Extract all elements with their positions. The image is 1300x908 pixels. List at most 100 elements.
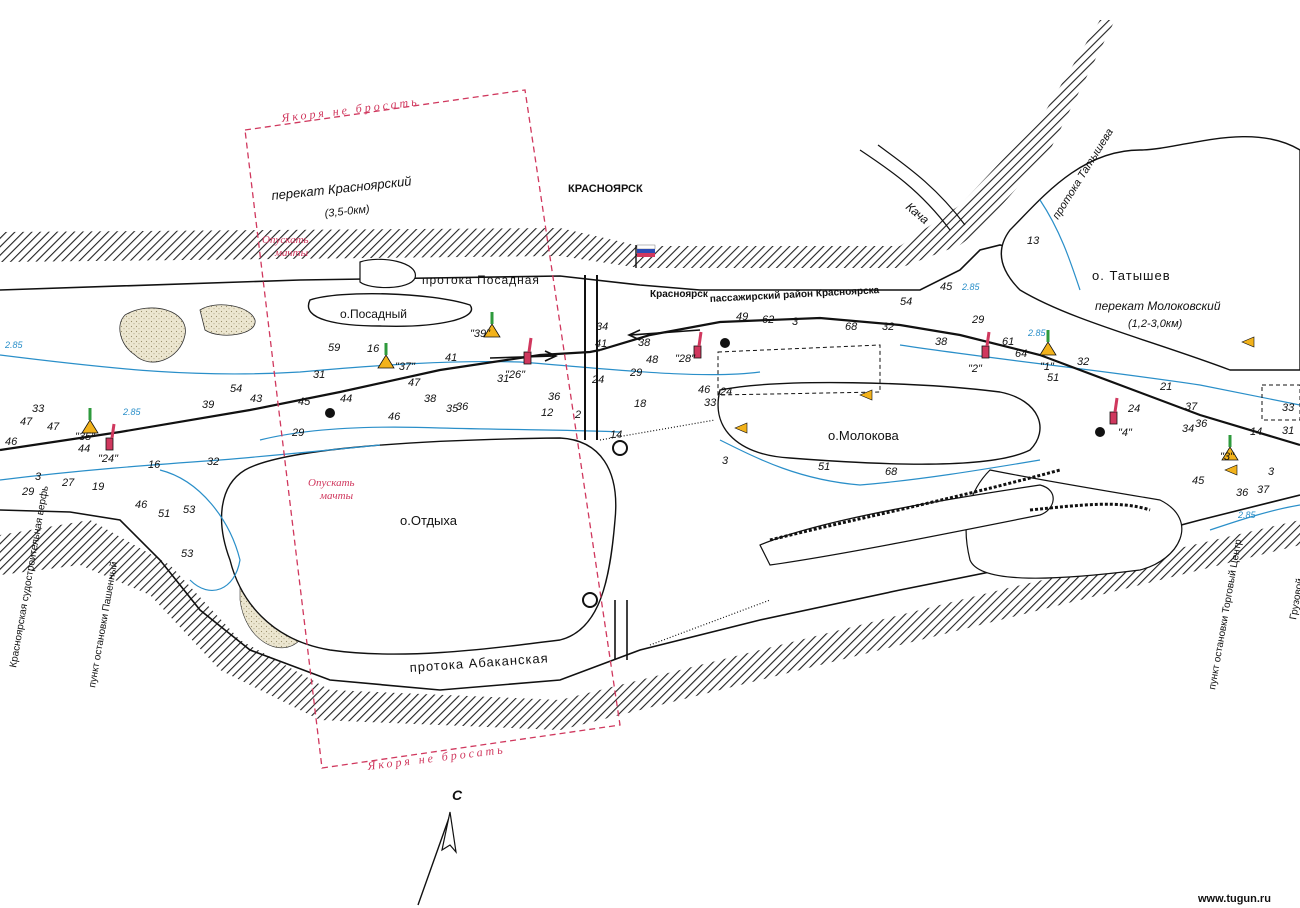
buoy-label: "39": [470, 328, 491, 340]
depth-sounding: 41: [595, 338, 607, 350]
label-o-molokova: о.Молокова: [828, 428, 900, 443]
fairway-arrow: [489, 350, 558, 362]
island-tatyshev: [1000, 136, 1300, 371]
russia-flag-icon: [635, 244, 656, 268]
depth-sounding: 29: [971, 314, 984, 326]
berth-line: [1029, 502, 1151, 512]
isobath-label: 2.85: [122, 407, 142, 417]
island-posadny-upper: [359, 258, 416, 289]
buoy-label: "3": [1220, 451, 1235, 463]
isobath-label: 2.85: [1237, 510, 1257, 520]
kacha-river: [859, 144, 966, 231]
depth-sounding: 37: [1185, 401, 1198, 413]
depth-sounding: 36: [1195, 418, 1208, 430]
depth-sounding: 41: [445, 352, 457, 364]
south-bank-hatch: [0, 520, 1300, 730]
depth-sounding: 32: [207, 456, 219, 468]
label-o-tatyshev: о. Татышев: [1092, 268, 1171, 283]
north-bank-hatch: [0, 20, 1115, 268]
depth-sounding: 36: [1236, 487, 1249, 499]
warning-anchor-top: Якоря не бросать: [280, 94, 421, 125]
depth-sounding: 64: [1015, 348, 1027, 360]
sand-shoal: [119, 307, 186, 363]
depth-sounding: 38: [638, 337, 651, 349]
label-protoka-abakanskaya: протока Абаканская: [409, 650, 549, 675]
depth-sounding: 3: [35, 471, 42, 483]
label-stop-pashenny: пункт остановки Пашенный: [87, 561, 120, 689]
isobath-label: 2.85: [1027, 328, 1047, 338]
warning-masts-bottom-2: мачты: [319, 490, 354, 502]
buoy-label: "35": [75, 431, 96, 443]
depth-sounding: 49: [736, 311, 748, 323]
landmark-circle: [612, 440, 628, 456]
depth-sounding: 19: [92, 481, 104, 493]
berth-line: [769, 468, 1061, 542]
buoy-label: "26": [505, 369, 526, 381]
landmark-circle: [325, 408, 335, 418]
depth-sounding: 31: [1282, 425, 1294, 437]
depth-sounding: 35: [446, 403, 459, 415]
buoy-label: "24": [98, 453, 119, 465]
label-perekat-molokovsky-km: (1,2-3,0км): [1128, 318, 1183, 330]
depth-sounding: 43: [250, 393, 263, 405]
depth-sounding: 36: [548, 391, 561, 403]
depth-sounding: 36: [456, 401, 469, 413]
depth-sounding: 54: [900, 296, 912, 308]
label-pass-district-2: пассажирский район Красноярска: [710, 285, 880, 305]
depth-sounding: 34: [1182, 423, 1194, 435]
warning-masts-bottom-1: Опускать: [308, 477, 355, 489]
label-gruzovoy: Грузовой: [1288, 578, 1300, 621]
depth-sounding: 51: [158, 508, 170, 520]
depth-sounding: 29: [291, 427, 304, 439]
buoy-35: [81, 408, 99, 434]
dashed-area: [717, 344, 881, 396]
fairway-line: [0, 348, 601, 452]
fairway-line: [599, 316, 1300, 447]
depth-sounding: 33: [32, 403, 45, 415]
label-krasnoyarsk-city: КРАСНОЯРСК: [568, 183, 643, 195]
range-marker-icon: [734, 422, 748, 434]
buoy-28: [693, 331, 703, 359]
depth-sounding: 32: [1077, 356, 1089, 368]
depth-sounding: 46: [698, 384, 711, 396]
dashed-area: [1261, 384, 1300, 421]
depth-sounding: 46: [5, 436, 18, 448]
buoy-label: "28": [675, 353, 696, 365]
depth-sounding: 16: [148, 459, 161, 471]
north-label: С: [452, 787, 463, 803]
isobath: [0, 354, 761, 376]
north-arrow-icon: [417, 811, 457, 906]
depth-sounding: 3: [1268, 466, 1275, 478]
depth-sounding: 38: [424, 393, 437, 405]
isobath: [259, 426, 621, 441]
depth-sounding: 27: [61, 477, 75, 489]
buoy-37: [377, 343, 395, 369]
island-molokova: [717, 381, 1041, 465]
depth-sounding: 46: [135, 499, 148, 511]
depth-sounding: 45: [940, 281, 953, 293]
depth-sounding: 47: [20, 416, 33, 428]
depth-sounding: 45: [1192, 475, 1205, 487]
sand-shoal: [199, 304, 256, 336]
island-posadny: [307, 293, 473, 327]
depth-sounding: 46: [388, 411, 401, 423]
fairway-arrow: [627, 329, 701, 341]
depth-sounding: 3: [792, 316, 799, 328]
buoy-label: "2": [968, 363, 983, 375]
landmark-circle: [582, 592, 598, 608]
depth-sounding: 34: [596, 321, 608, 333]
buoy-label: "1": [1040, 361, 1055, 373]
depth-sounding: 37: [1257, 484, 1270, 496]
depth-sounding: 32: [882, 321, 894, 333]
landmark-circle: [720, 338, 730, 348]
label-pass-district-1: Красноярск: [650, 289, 709, 300]
buoy-label: "4": [1118, 427, 1133, 439]
warning-masts-top-1: Опускать: [262, 234, 309, 246]
range-marker-icon: [1224, 464, 1238, 476]
depth-sounding: 47: [47, 421, 60, 433]
landmark-circle: [1095, 427, 1105, 437]
isobath: [159, 469, 241, 591]
buoy-26: [523, 337, 533, 365]
depth-sounding: 33: [704, 397, 717, 409]
